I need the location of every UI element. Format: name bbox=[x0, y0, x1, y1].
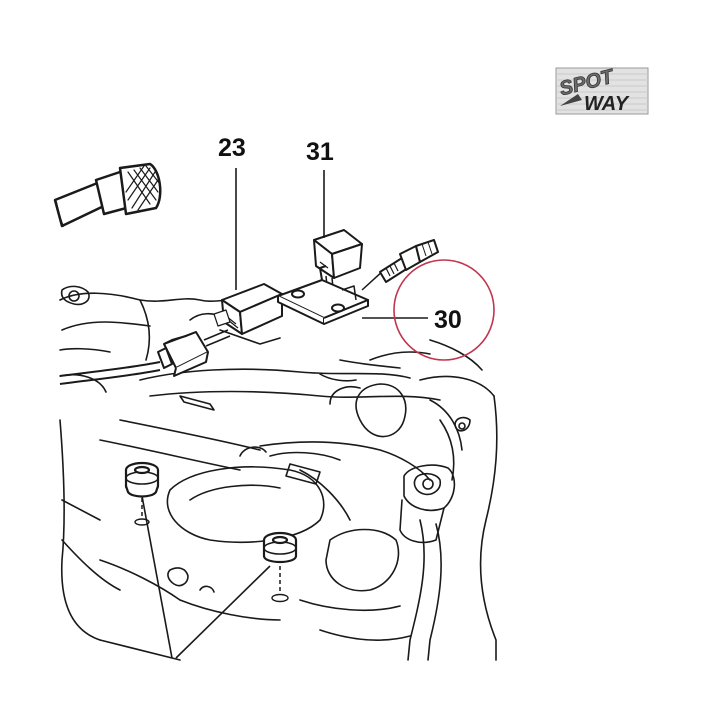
cable-fitting bbox=[53, 162, 162, 228]
leader-line-grommet-left bbox=[141, 495, 173, 659]
callout-30: 30 bbox=[434, 306, 462, 334]
grommet-left bbox=[124, 461, 160, 526]
leader-lines bbox=[141, 168, 428, 659]
part-30-highlight-circle bbox=[393, 259, 495, 361]
part-31-relay bbox=[313, 229, 363, 299]
wire-connector bbox=[59, 329, 231, 385]
logo-text-bottom: WAY bbox=[584, 93, 630, 115]
brand-logo: SPOT WAY bbox=[555, 65, 649, 115]
leader-line-grommet-center bbox=[175, 565, 271, 659]
part-23-relay bbox=[213, 283, 283, 335]
callout-31: 31 bbox=[306, 138, 334, 166]
grommet-center bbox=[262, 531, 298, 603]
callout-23: 23 bbox=[218, 134, 246, 162]
part-30-bracket bbox=[277, 239, 439, 325]
